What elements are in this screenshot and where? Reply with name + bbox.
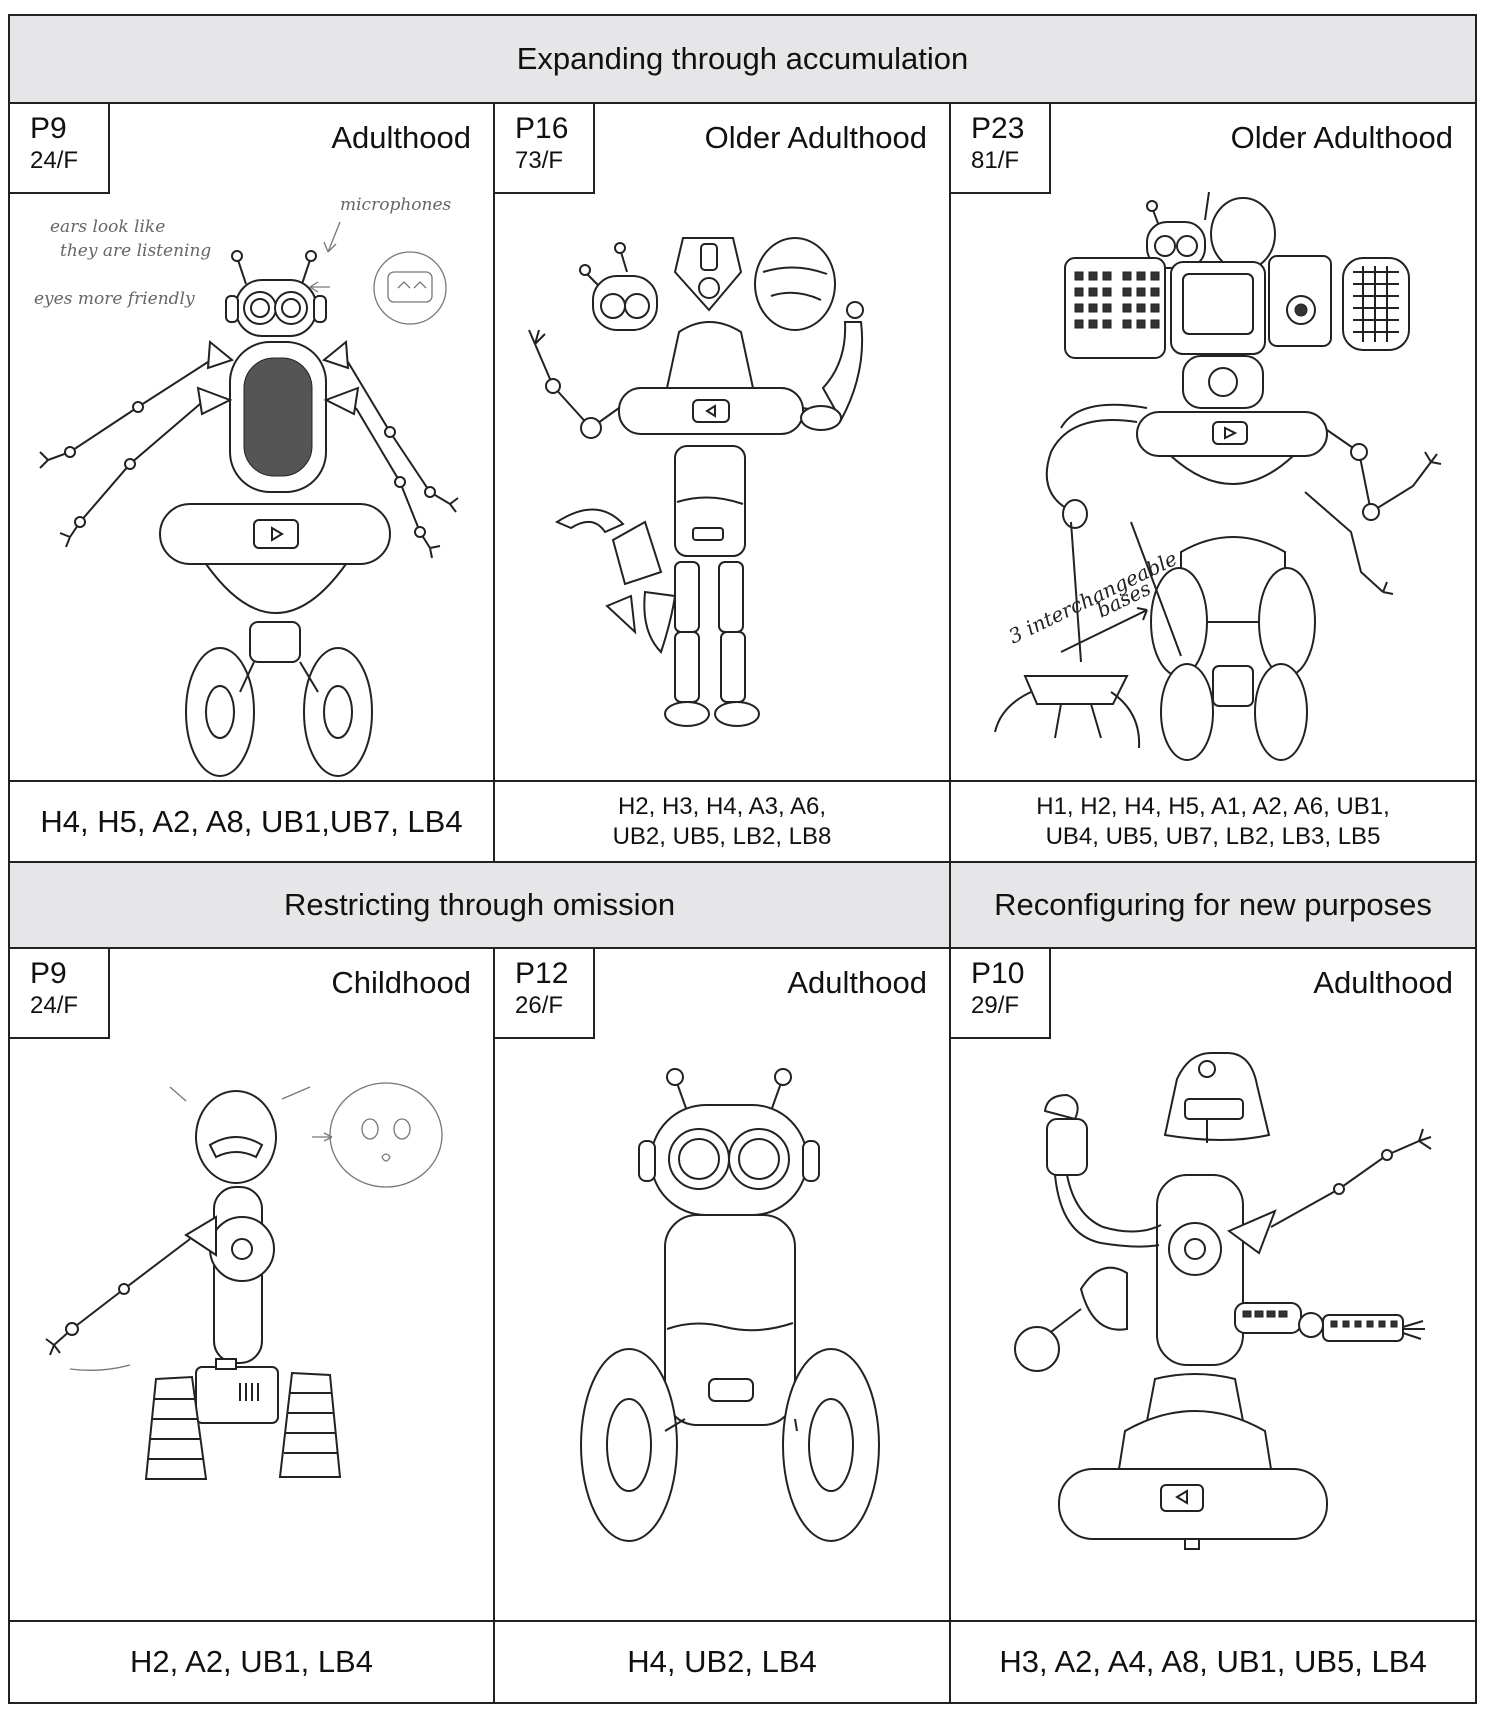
robot-drawing-p23: 3 interchangeable bases — [951, 192, 1471, 778]
life-stage: Adulthood — [331, 120, 471, 155]
note-ears: ears look like — [50, 217, 165, 237]
panel-p23-older-adulthood: P23 81/F Older Adulthood — [951, 104, 1475, 780]
life-stage: Adulthood — [1313, 965, 1453, 1000]
participant-age: 29/F — [971, 992, 1020, 1019]
participant-id: P9 — [30, 112, 67, 145]
code-list: H4, H5, A2, A8, UB1,UB7, LB4 — [40, 803, 463, 839]
note-listening: they are listening — [60, 241, 211, 261]
participant-age: 81/F — [971, 147, 1020, 174]
participant-tag: P12 26/F — [495, 949, 595, 1039]
panel-p16-older-adulthood: P16 73/F Older Adulthood — [495, 104, 951, 780]
life-stage: Older Adulthood — [1230, 120, 1453, 155]
participant-tag: P9 24/F — [10, 949, 110, 1039]
code-list-line-1: H1, H2, H4, H5, A1, A2, A6, UB1, — [1036, 792, 1390, 820]
life-stage: Adulthood — [787, 965, 927, 1000]
codes-p9-adulthood: H4, H5, A2, A8, UB1,UB7, LB4 — [10, 780, 495, 861]
robot-drawing-p9-adult: ears look like they are listening eyes m… — [34, 195, 491, 778]
codes-p23: H1, H2, H4, H5, A1, A2, A6, UB1, UB4, UB… — [951, 780, 1475, 861]
panel-p9-childhood: P9 24/F Childhood — [10, 949, 495, 1620]
code-list-line-2: UB2, UB5, LB2, LB8 — [612, 822, 832, 850]
participant-id: P10 — [971, 957, 1025, 990]
robot-drawing-p16 — [495, 192, 947, 778]
life-stage: Childhood — [331, 965, 471, 1000]
participant-id: P23 — [971, 112, 1025, 145]
participant-id: P16 — [515, 112, 569, 145]
code-list: H4, UB2, LB4 — [627, 1644, 817, 1679]
codes-p10: H3, A2, A4, A8, UB1, UB5, LB4 — [951, 1620, 1475, 1702]
panel-p12-adulthood: P12 26/F Adulthood — [495, 949, 951, 1620]
robot-drawing-p12 — [495, 1039, 947, 1620]
note-microphones: microphones — [340, 195, 452, 215]
header-reconfiguring-label: Reconfiguring for new purposes — [994, 887, 1432, 922]
participant-tag: P10 29/F — [951, 949, 1051, 1039]
header-reconfiguring: Reconfiguring for new purposes — [951, 861, 1475, 949]
code-list-line-2: UB4, UB5, UB7, LB2, LB3, LB5 — [1045, 822, 1381, 850]
participant-age: 24/F — [30, 147, 79, 174]
participant-tag: P9 24/F — [10, 104, 110, 194]
code-list: H2, A2, UB1, LB4 — [130, 1644, 373, 1679]
participant-age: 73/F — [515, 147, 564, 174]
figure-frame: Expanding through accumulation P9 24/F A… — [8, 14, 1477, 1704]
panel-p10-adulthood: P10 29/F Adulthood — [951, 949, 1475, 1620]
panel-p9-adulthood: P9 24/F Adulthood ears look like they ar… — [10, 104, 495, 780]
codes-p9-childhood: H2, A2, UB1, LB4 — [10, 1620, 495, 1702]
participant-age: 26/F — [515, 992, 564, 1019]
header-expanding-label: Expanding through accumulation — [516, 41, 969, 76]
codes-p16: H2, H3, H4, A3, A6, UB2, UB5, LB2, LB8 — [495, 780, 951, 861]
header-restricting: Restricting through omission — [10, 861, 951, 949]
participant-id: P12 — [515, 957, 569, 990]
codes-p12: H4, UB2, LB4 — [495, 1620, 951, 1702]
life-stage: Older Adulthood — [704, 120, 927, 155]
robot-drawing-p9-child — [10, 1039, 491, 1620]
participant-id: P9 — [30, 957, 67, 990]
participant-tag: P23 81/F — [951, 104, 1051, 194]
code-list: H3, A2, A4, A8, UB1, UB5, LB4 — [999, 1644, 1427, 1679]
header-restricting-label: Restricting through omission — [283, 887, 676, 922]
note-eyes: eyes more friendly — [34, 289, 195, 309]
robot-drawing-p10 — [951, 1039, 1471, 1620]
code-list-line-1: H2, H3, H4, A3, A6, — [617, 792, 827, 820]
participant-tag: P16 73/F — [495, 104, 595, 194]
participant-age: 24/F — [30, 992, 79, 1019]
header-expanding: Expanding through accumulation — [10, 16, 1475, 104]
